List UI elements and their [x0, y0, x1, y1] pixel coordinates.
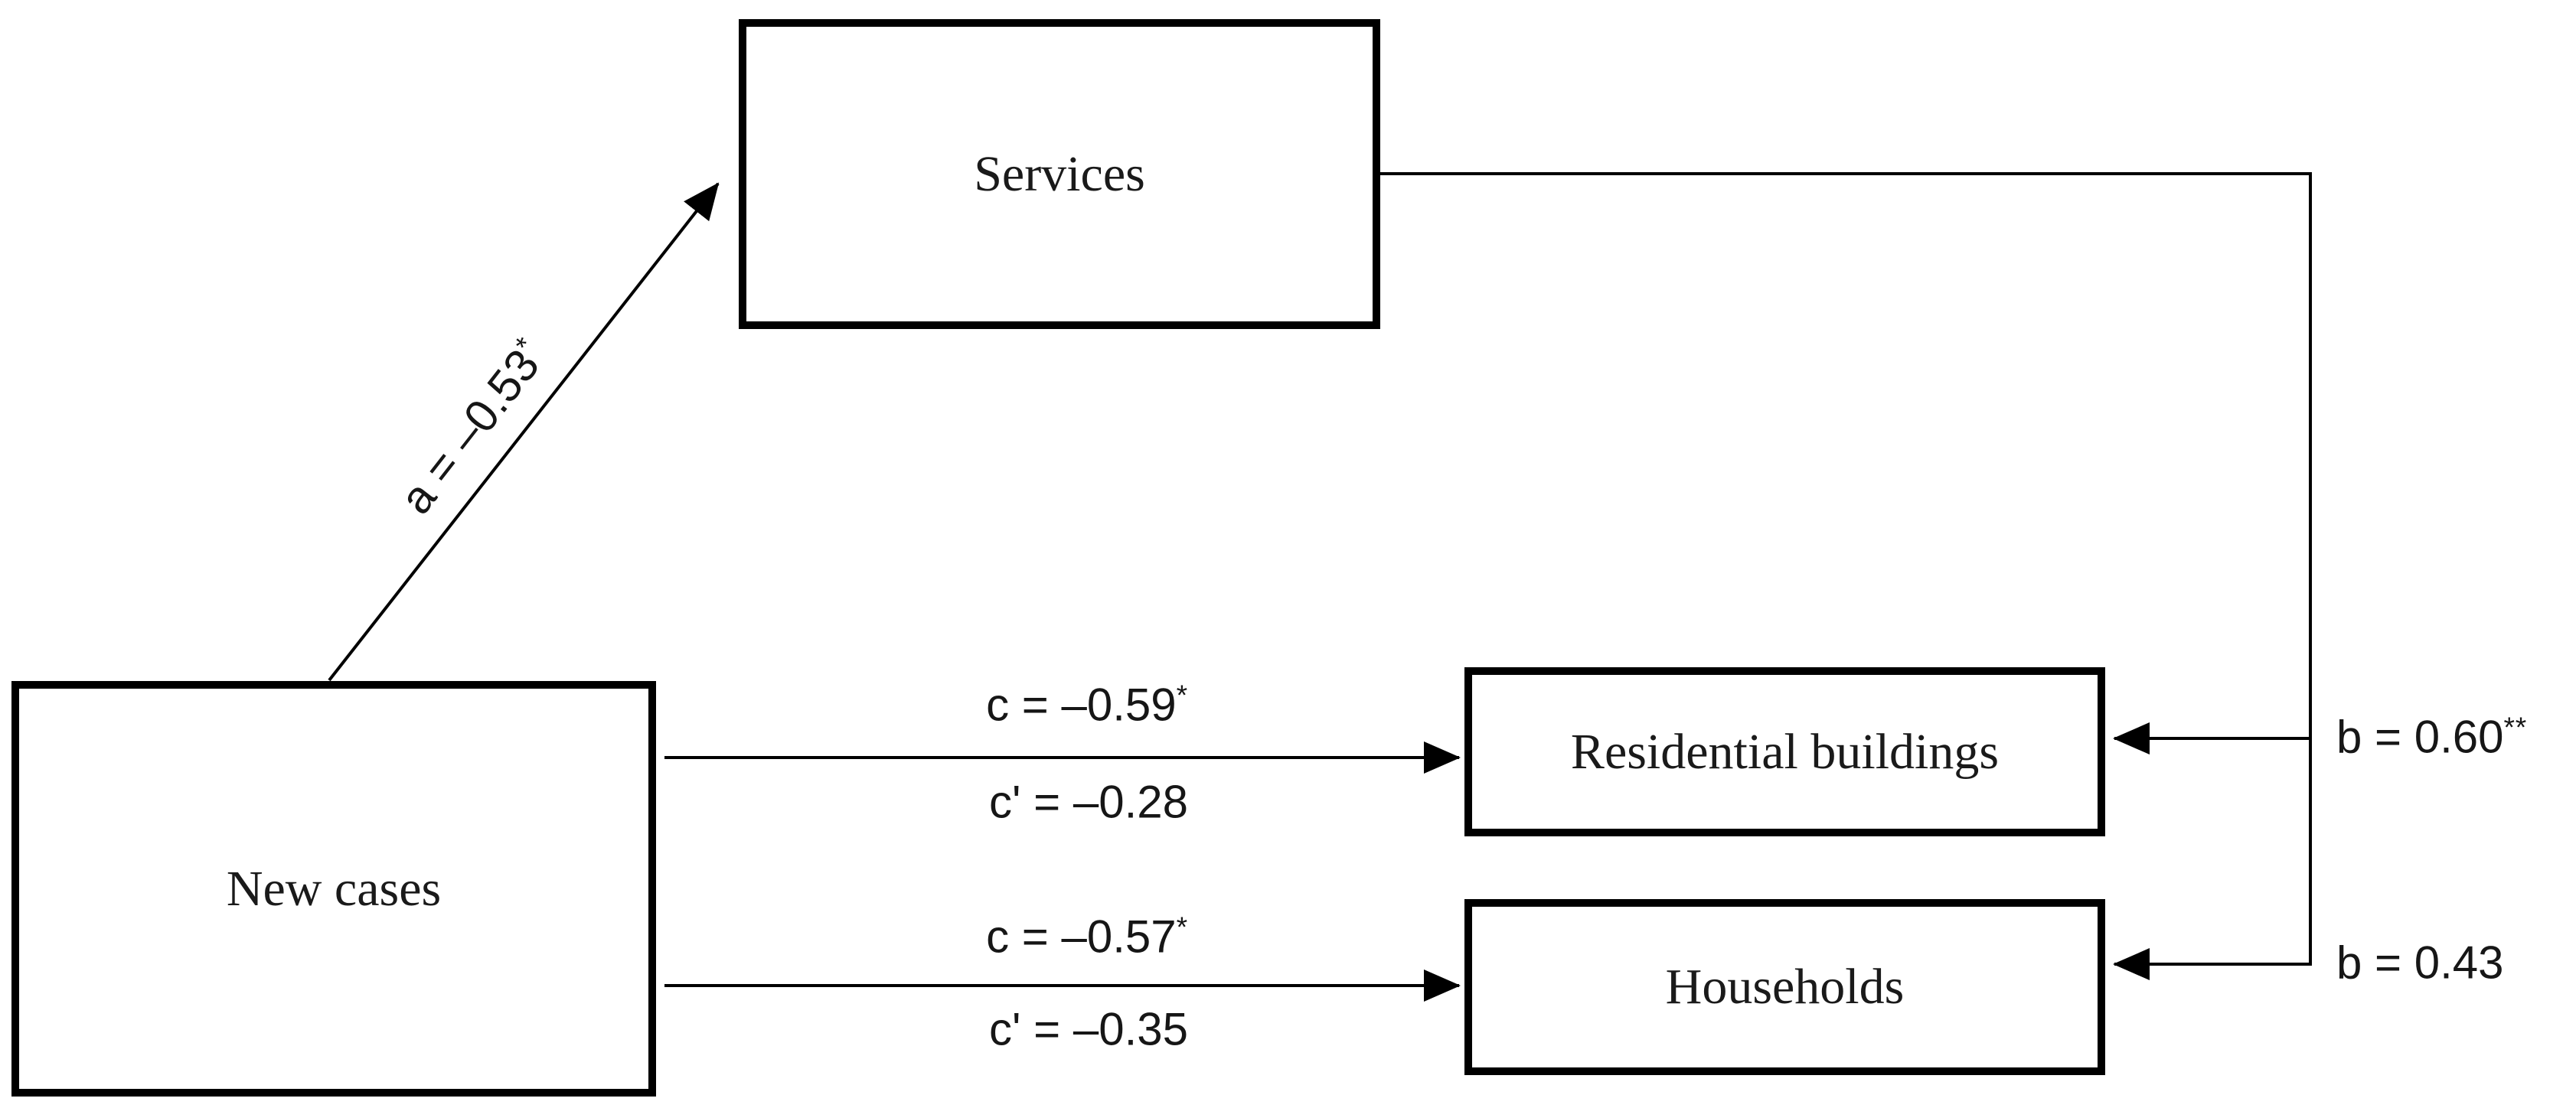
edge-c-residential-total-label: c = –0.59*: [986, 679, 1188, 732]
edge-c-households-direct-label: c' = –0.35: [989, 1003, 1188, 1056]
edge-c-households-significance-asterisk: *: [1176, 911, 1188, 943]
node-services-label: Services: [974, 145, 1145, 202]
edge-c-residential-total-value: c = –0.59: [986, 679, 1177, 731]
edge-c-residential-direct-label: c' = –0.28: [989, 776, 1188, 829]
node-new-cases: New cases: [11, 681, 656, 1097]
edge-b-households-arrow: [1380, 172, 2312, 980]
node-services: Services: [739, 19, 1380, 329]
edge-c-residential-direct-value: c' = –0.28: [989, 776, 1188, 828]
edge-c-households-total-value: c = –0.57: [986, 911, 1177, 963]
edge-b-households-label: b = 0.43: [2336, 937, 2504, 989]
edge-b-residential-significance-asterisks: **: [2503, 711, 2527, 744]
node-new-cases-label: New cases: [226, 860, 442, 917]
edge-c-households-total-label: c = –0.57*: [986, 911, 1188, 963]
node-residential-buildings-label: Residential buildings: [1570, 723, 2000, 780]
edge-b-households-value: b = 0.43: [2336, 937, 2504, 989]
edge-b-residential-value: b = 0.60: [2336, 711, 2504, 763]
edge-c-residential-significance-asterisk: *: [1176, 679, 1188, 712]
edge-b-residential-label: b = 0.60**: [2336, 711, 2527, 764]
edge-a-arrow: [328, 182, 720, 682]
node-households: Households: [1464, 899, 2105, 1075]
node-residential-buildings: Residential buildings: [1464, 667, 2105, 836]
edge-c-households-direct-value: c' = –0.35: [989, 1003, 1188, 1055]
node-households-label: Households: [1665, 959, 1905, 1015]
